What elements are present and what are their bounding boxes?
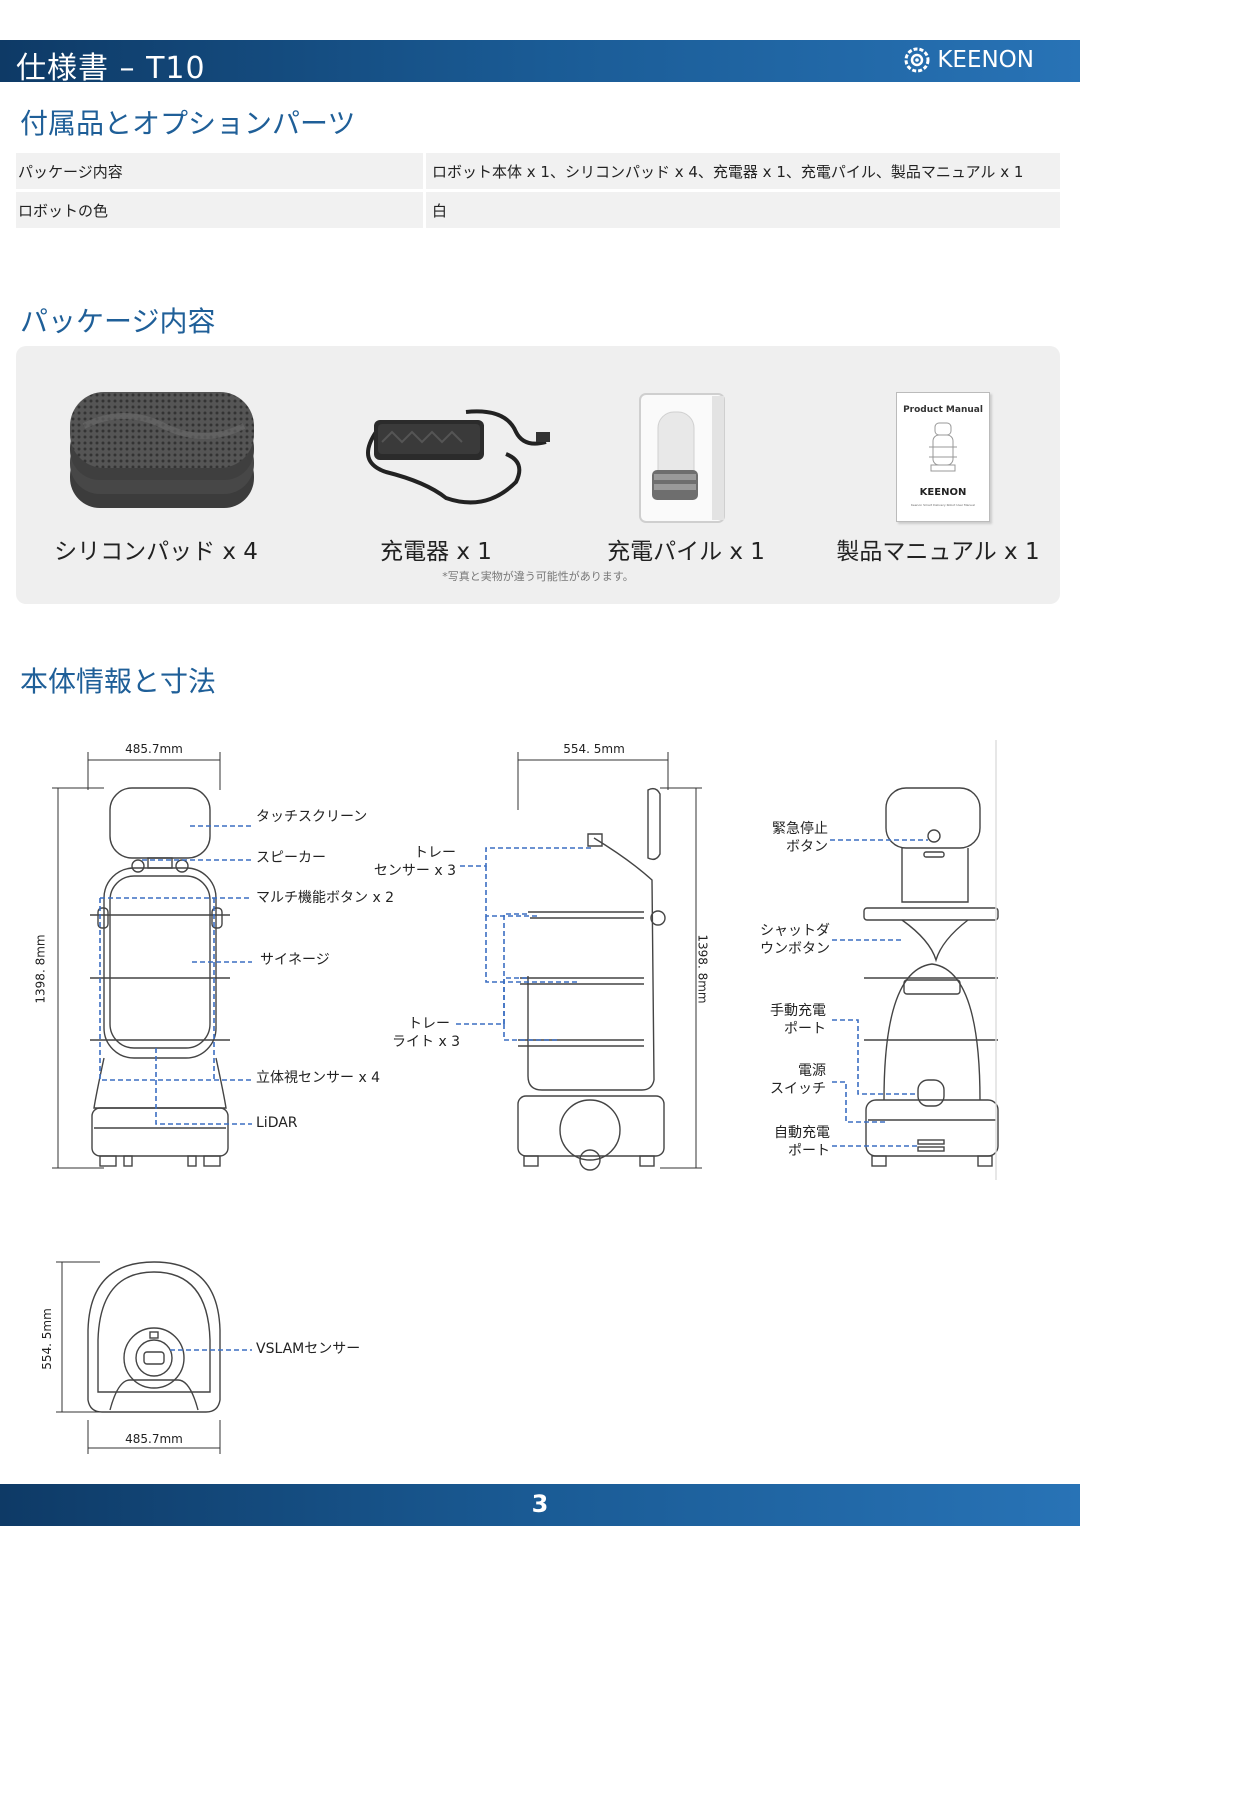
package-panel: シリコンパッド x 4 充電器 x 1 充電パイル x 1 Product Ma… (16, 346, 1060, 604)
table-row: パッケージ内容 ロボット本体 x 1、シリコンパッド x 4、充電器 x 1、充… (16, 153, 1060, 189)
header-bar: 仕様書 – T10 KEENON (0, 40, 1080, 86)
callout-signage: サイネージ (260, 952, 330, 968)
spec-table: パッケージ内容 ロボット本体 x 1、シリコンパッド x 4、充電器 x 1、充… (16, 150, 1060, 231)
table-row: ロボットの色 白 (16, 192, 1060, 228)
package-item-charging-pile: 充電パイル x 1 (556, 346, 826, 604)
callout-line-2: センサー x 3 (373, 863, 456, 879)
package-item-silicone-pad: シリコンパッド x 4 (16, 346, 296, 604)
manual-cover-brand: KEENON (919, 487, 967, 498)
callout-line-2: ポート (788, 1143, 830, 1159)
brand-name: KEENON (937, 47, 1034, 73)
package-item-label: シリコンパッド x 4 (54, 539, 258, 565)
manual-cover-title: Product Manual (903, 405, 983, 415)
spec-value: 白 (426, 192, 1060, 228)
dim-front-height: 1398. 8mm (33, 934, 48, 1004)
callout-power-switch: 電源 スイッチ (760, 1062, 826, 1098)
callout-line-1: 電源 (798, 1063, 826, 1079)
dim-front-width: 485.7mm (125, 742, 183, 756)
callout-line-2: ボタン (786, 839, 828, 855)
callout-line-1: 自動充電 (774, 1125, 830, 1141)
section-title-dimensions: 本体情報と寸法 (20, 665, 217, 698)
package-item-label: 充電パイル x 1 (607, 539, 765, 565)
robot-side-view (517, 787, 666, 1171)
callout-manual-charge-port: 手動充電 ポート (760, 1002, 826, 1038)
section-title-accessories: 付属品とオプションパーツ (20, 107, 356, 140)
callout-line-2: スイッチ (770, 1081, 826, 1097)
dimension-drawings (52, 740, 999, 1454)
dim-top-depth: 554. 5mm (39, 1308, 54, 1370)
robot-front-view (90, 787, 230, 1167)
callout-line-2: ポート (784, 1021, 826, 1037)
callout-tray-sensor: トレー センサー x 3 (372, 844, 456, 880)
callout-line-1: トレー (408, 1016, 450, 1032)
callout-stereo-sensor: 立体視センサー x 4 (256, 1070, 381, 1086)
callout-lines (99, 825, 928, 1351)
section-title-package: パッケージ内容 (20, 305, 216, 338)
manual-cover-subtitle: Keenon Smart Delivery Robot User Manual (911, 503, 975, 507)
dimension-lines (52, 752, 702, 1454)
spec-label: ロボットの色 (16, 192, 426, 228)
callout-vslam-sensor: VSLAMセンサー (256, 1341, 361, 1357)
silicone-pad-icon (70, 392, 254, 508)
charging-pile-icon (639, 393, 725, 523)
callout-line-1: シャットダ (760, 923, 830, 939)
dim-top-width: 485.7mm (125, 1432, 183, 1446)
robot-top-view (87, 1261, 221, 1413)
callout-auto-charge-port: 自動充電 ポート (760, 1124, 830, 1160)
manual-icon: Product Manual KEENON Keenon Smart Deliv… (896, 392, 990, 522)
callout-lidar: LiDAR (256, 1115, 298, 1131)
package-item-charger: 充電器 x 1 (306, 346, 566, 604)
callout-line-1: トレー (414, 845, 456, 861)
callout-touchscreen: タッチスクリーン (256, 809, 368, 825)
callout-emergency-stop: 緊急停止 ボタン (760, 820, 828, 856)
footer-bar: 3 (0, 1484, 1080, 1526)
spec-label: パッケージ内容 (16, 153, 426, 189)
package-item-label: 製品マニュアル x 1 (836, 539, 1040, 565)
document-title: 仕様書 – T10 (16, 51, 206, 86)
callout-tray-light: トレー ライト x 3 (392, 1015, 461, 1051)
robot-back-view (863, 740, 999, 1180)
page-number: 3 (531, 1490, 549, 1518)
dim-side-depth: 554. 5mm (563, 742, 625, 756)
package-note: *写真と実物が違う可能性があります。 (442, 570, 634, 583)
callout-shutdown-button: シャットダ ウンボタン (752, 922, 830, 958)
callout-multi-button: マルチ機能ボタン x 2 (256, 890, 395, 906)
callout-line-2: ウンボタン (760, 941, 830, 957)
callout-speaker: スピーカー (256, 850, 326, 866)
brand-logo: KEENON (903, 46, 1034, 74)
package-item-manual: Product Manual KEENON Keenon Smart Deliv… (816, 346, 1060, 604)
charger-icon (366, 409, 550, 505)
callout-line-2: ライト x 3 (392, 1034, 461, 1050)
dim-side-height: 1398. 8mm (695, 934, 710, 1004)
callout-line-1: 手動充電 (770, 1003, 826, 1019)
callout-line-1: 緊急停止 (772, 821, 828, 837)
spec-value: ロボット本体 x 1、シリコンパッド x 4、充電器 x 1、充電パイル、製品マ… (426, 153, 1060, 189)
package-item-label: 充電器 x 1 (380, 539, 492, 565)
keenon-logo-icon (904, 47, 930, 73)
robot-sketch-icon (929, 422, 957, 472)
